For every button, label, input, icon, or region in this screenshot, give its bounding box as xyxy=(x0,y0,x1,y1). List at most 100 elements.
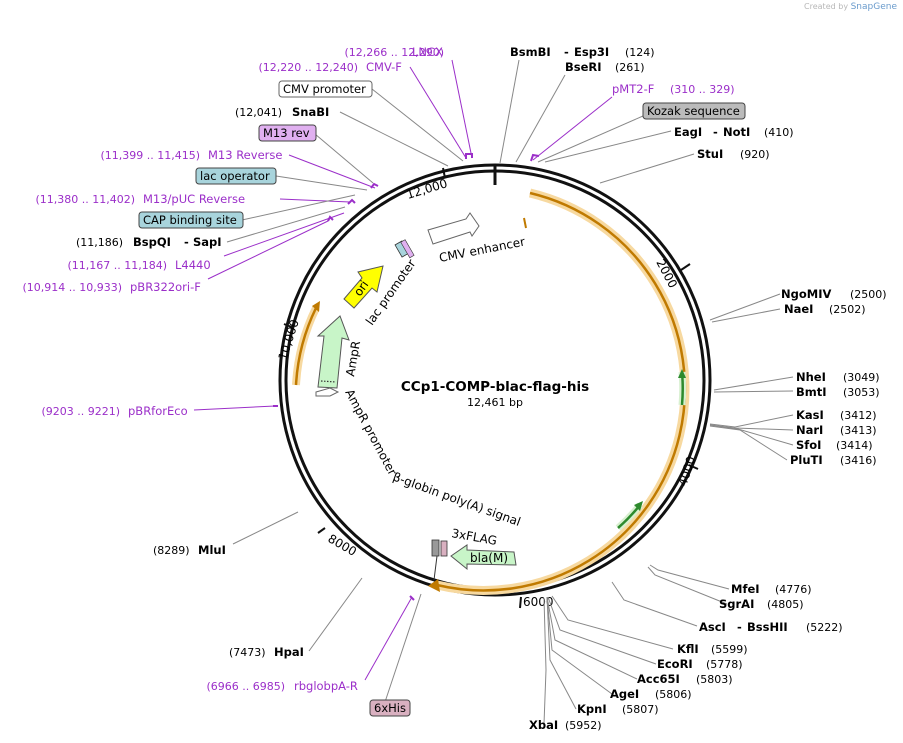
kozak-label: Kozak sequence xyxy=(647,104,740,118)
plasmid-length: 12,461 bp xyxy=(467,396,523,409)
nari-pos: (3413) xyxy=(840,424,877,437)
kpni-name[interactable]: KpnI xyxy=(577,702,607,716)
bla-label: bla(M) xyxy=(470,551,508,565)
leader-kozak xyxy=(537,115,644,163)
sgrai-pos: (4805) xyxy=(767,598,804,611)
m13rev-feature xyxy=(400,239,415,259)
leader-pbrforeco xyxy=(193,405,276,411)
bseri-pos: (261) xyxy=(615,61,645,74)
mlui-name[interactable]: MluI xyxy=(198,543,226,557)
snapgene-watermark: Created by SnapGene xyxy=(804,2,897,12)
left-orange-arc xyxy=(294,307,318,386)
l4440-range: (11,167 .. 11,184) xyxy=(67,259,167,272)
orf-arc-arrowhead xyxy=(428,579,440,592)
watermark-brand: SnapGene xyxy=(850,2,897,12)
snabi-pos: (12,041) xyxy=(235,106,282,119)
sapi-name[interactable]: SapI xyxy=(193,235,222,249)
pmt2f-name[interactable]: pMT2-F xyxy=(612,82,654,96)
m13puc-name[interactable]: M13/pUC Reverse xyxy=(143,192,245,206)
xbai-name[interactable]: XbaI xyxy=(529,718,558,732)
lac-operator-label: lac operator xyxy=(200,169,270,183)
lac-operator-box[interactable]: lac operator xyxy=(195,167,277,185)
leader-mlui xyxy=(232,511,299,545)
acc65i-pos: (5803) xyxy=(696,673,733,686)
snabi-name[interactable]: SnaBI xyxy=(292,105,329,119)
ampr-dotted-mark xyxy=(320,380,337,383)
cmv-promoter-label: CMV promoter xyxy=(283,82,366,96)
m13reverse-name[interactable]: M13 Reverse xyxy=(208,148,282,162)
noti-name[interactable]: NotI xyxy=(723,125,750,139)
m13rev-box[interactable]: M13 rev xyxy=(258,124,317,142)
agei-name[interactable]: AgeI xyxy=(610,687,639,701)
lncx-name[interactable]: LNCX xyxy=(412,45,443,59)
bsshii-name[interactable]: BssHII xyxy=(747,620,788,634)
stui-pos: (920) xyxy=(740,148,770,161)
bglobin-label: β-globin poly(A) signal xyxy=(391,470,523,529)
kasi-pos: (3412) xyxy=(840,409,877,422)
naei-name[interactable]: NaeI xyxy=(784,302,813,316)
pluti-name[interactable]: PluTI xyxy=(790,453,823,467)
nhei-name[interactable]: NheI xyxy=(796,370,826,384)
rbglobpa-range: (6966 .. 6985) xyxy=(206,680,285,693)
leader-mfei xyxy=(649,564,730,590)
kozak-box[interactable]: Kozak sequence xyxy=(642,102,746,120)
leader-nhei xyxy=(713,376,794,391)
cap-site-label: CAP binding site xyxy=(143,213,237,227)
stui-name[interactable]: StuI xyxy=(697,147,723,161)
pmt2f-range: (310 .. 329) xyxy=(670,83,735,96)
ngomiv-pos: (2500) xyxy=(850,288,887,301)
ampr-promoter-arrow xyxy=(315,387,340,397)
bseri-name[interactable]: BseRI xyxy=(565,60,602,74)
ecori-pos: (5778) xyxy=(706,658,743,671)
eagi-name[interactable]: EagI xyxy=(674,125,702,139)
leader-pmt2f xyxy=(532,96,613,161)
tick-label-6000: 6000 xyxy=(523,595,554,609)
bspqi-pos: (11,186) xyxy=(76,236,123,249)
leader-ecori xyxy=(547,596,657,665)
nari-name[interactable]: NarI xyxy=(796,423,823,437)
kasi-name[interactable]: KasI xyxy=(796,408,824,422)
asci-name[interactable]: AscI xyxy=(699,620,726,634)
leader-lncx xyxy=(451,59,473,159)
acc65i-name[interactable]: Acc65I xyxy=(637,672,680,686)
sfoi-pos: (3414) xyxy=(836,439,873,452)
kfli-pos: (5599) xyxy=(711,643,748,656)
leader-m13puc xyxy=(279,198,351,203)
leader-pluti xyxy=(709,425,788,461)
bsmbi-name[interactable]: BsmBI xyxy=(510,45,551,59)
leader-m13rev xyxy=(314,133,374,184)
watermark-prefix: Created by xyxy=(804,2,849,11)
bmti-name[interactable]: BmtI xyxy=(796,385,827,399)
green-arc-1-arrowhead xyxy=(678,369,686,378)
nhei-pos: (3049) xyxy=(843,371,880,384)
m13rev-label: M13 rev xyxy=(263,126,310,140)
cmvf-name[interactable]: CMV-F xyxy=(366,60,402,74)
ngomiv-name[interactable]: NgoMIV xyxy=(781,287,831,301)
leader-sixhis xyxy=(384,593,422,703)
mfei-name[interactable]: MfeI xyxy=(731,582,760,596)
lac-promoter-label: lac promoter xyxy=(363,257,419,328)
pbr322orif-name[interactable]: pBR322ori-F xyxy=(130,280,201,294)
tick-marks xyxy=(283,167,699,609)
hpai-name[interactable]: HpaI xyxy=(274,645,304,659)
sfoi-name[interactable]: SfoI xyxy=(796,438,821,452)
leader-pbr322orif xyxy=(207,220,329,280)
bspqi-name[interactable]: BspQI xyxy=(133,235,171,249)
rbglobpa-name[interactable]: rbglobpA-R xyxy=(294,679,358,693)
leader-kfli xyxy=(551,595,674,650)
left-orange-arc-halo xyxy=(292,306,320,386)
leader-kasi xyxy=(709,414,794,428)
ecori-name[interactable]: EcoRI xyxy=(657,657,693,671)
pbr322orif-range: (10,914 .. 10,933) xyxy=(22,281,122,294)
leader-agei xyxy=(546,596,613,695)
sixhis-box[interactable]: 6xHis xyxy=(369,699,411,717)
l4440-name[interactable]: L4440 xyxy=(175,258,211,272)
ori-arrow xyxy=(343,265,384,309)
cmv-promoter-box[interactable]: CMV promoter xyxy=(278,80,373,98)
kfli-name[interactable]: KflI xyxy=(677,642,699,656)
esp3i-name[interactable]: Esp3I xyxy=(574,45,609,59)
cmv-enhancer-arrow xyxy=(427,212,480,245)
pbrforeco-name[interactable]: pBRforEco xyxy=(128,404,188,418)
sgrai-name[interactable]: SgrAI xyxy=(719,597,754,611)
cap-site-box[interactable]: CAP binding site xyxy=(138,211,244,229)
